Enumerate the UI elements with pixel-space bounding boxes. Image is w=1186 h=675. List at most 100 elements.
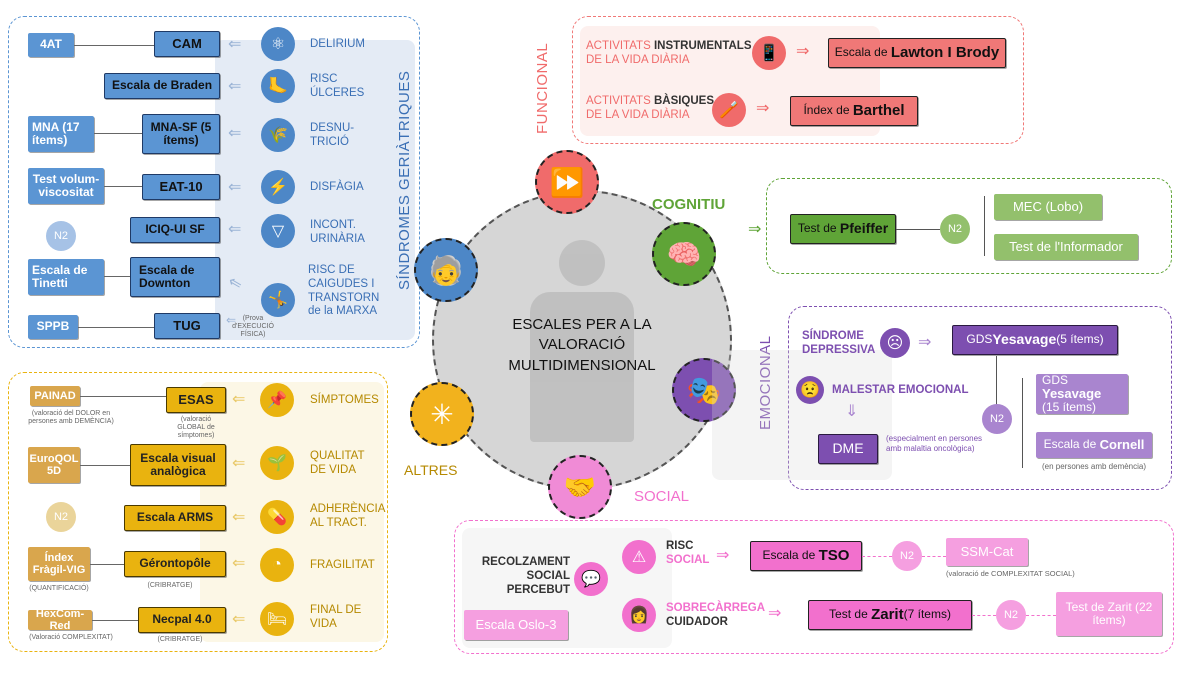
hands-icon: 🤝	[548, 455, 612, 519]
caregiver-icon: 👩	[622, 598, 656, 632]
gds15-inner: GDS Yesavage(15 ítems)	[1042, 372, 1128, 415]
sad-face-icon: ☹	[880, 328, 910, 358]
arrow-right: ⇒	[918, 334, 932, 351]
final-vida-label: FINAL DE VIDA	[310, 604, 362, 630]
gerontopole-note: (CRIBRATGE)	[147, 582, 193, 589]
fall-icon: 🤸	[261, 283, 295, 317]
pfeiffer-b: Pfeiffer	[839, 220, 889, 237]
elderly-icon: 🧓	[414, 238, 478, 302]
connector-bracket	[1022, 378, 1032, 468]
diaper-icon: ▽	[261, 214, 295, 248]
risc-social-a: RISC	[666, 540, 694, 552]
zarit7-b: Zarit	[871, 605, 904, 623]
barthel-a: Índex de	[803, 103, 850, 118]
wheat-icon: 🌾	[261, 118, 295, 152]
cognitive-title: COGNITIU	[652, 196, 726, 213]
ssm-note: (valoració de COMPLEXITAT SOCIAL)	[946, 569, 1075, 578]
volum-viscositat-box: Test volum-viscositat	[28, 168, 104, 204]
risc-ulceres-label: RISC ÚLCERES	[310, 73, 365, 99]
connector-line	[94, 133, 142, 134]
connector-line	[80, 396, 166, 397]
adherencia-label: ADHERÈNCIA AL TRACT.	[310, 503, 385, 529]
connector-line	[80, 465, 130, 466]
fragil-vig-box: Índex Fràgil-VIG	[28, 547, 90, 581]
cam-box: CAM	[154, 31, 220, 57]
geriatric-wash	[215, 40, 415, 340]
pfeiffer-a: Test de	[797, 221, 837, 236]
atom-icon: ⚛	[261, 27, 295, 61]
arrow-left: ⇐	[232, 391, 246, 408]
center-line-3: MULTIDIMENSIONAL	[508, 356, 656, 374]
altres-title: ALTRES	[404, 462, 458, 478]
braden-text: Escala de Braden	[111, 78, 213, 93]
4at-box: 4AT	[28, 33, 74, 57]
prova-note: (Prova d'EXECUCIÓ FÍSICA)	[232, 315, 274, 339]
instrumentals-a: ACTIVITATS	[586, 40, 654, 52]
geriatric-panel	[8, 16, 420, 348]
connector-dashed	[972, 615, 996, 616]
sppb-box: SPPB	[28, 315, 78, 339]
tso-box: Escala de TSO	[750, 541, 862, 571]
necpal-note: (CRIBRATGE)	[157, 636, 203, 643]
gds15-box: GDS Yesavage(15 ítems)	[1036, 372, 1128, 415]
arrow-right: ⇒	[716, 547, 730, 564]
connector-line	[104, 186, 142, 187]
connector-line	[92, 620, 138, 621]
eat10-box: EAT-10	[142, 174, 220, 200]
oslo3-box: Escala Oslo-3	[464, 610, 568, 640]
bed-icon: 🛏	[260, 602, 294, 636]
n2-badge: N2	[982, 404, 1012, 434]
euroqol-box: EuroQOL 5D	[28, 447, 80, 483]
arrow-left: ⇐	[228, 36, 242, 53]
depressiva-a: SÍNDROME	[802, 330, 864, 342]
social-title: SOCIAL	[634, 488, 690, 505]
delirium-label: DELIRIUM	[310, 38, 365, 50]
cognitive-panel	[766, 178, 1172, 274]
simptomes-label: SÍMPTOMES	[310, 394, 379, 406]
desnutricio-label: DESNU- TRICIÓ	[310, 122, 355, 148]
arrow-right: ⇒	[756, 100, 770, 117]
lawton-b: Lawton I Brody	[890, 43, 1000, 61]
lawton-a: Escala de	[834, 45, 888, 60]
barthel-box: Índex de Barthel	[790, 96, 918, 126]
sobre-a: SOBRECÀRREGA	[666, 602, 766, 614]
connector-dashed	[922, 556, 946, 557]
zarit7-c: (7 ítems)	[903, 607, 951, 622]
arrow-right: ⇒	[796, 43, 810, 60]
connector-line	[74, 45, 154, 46]
basiques-c: DE LA VIDA DIÀRIA	[586, 108, 690, 121]
arrow-down: ⇓	[845, 403, 859, 420]
ssm-cat-box: SSM-Cat	[946, 538, 1028, 566]
dme-note: (especialment en persones amb malaltia o…	[886, 434, 983, 453]
arrow-right: ⇒	[748, 221, 762, 238]
pin-icon: 📌	[260, 383, 294, 417]
arrow-right: ⇒	[768, 605, 782, 622]
cornell-box: Escala de Cornell	[1036, 432, 1152, 458]
connector-line	[78, 327, 154, 328]
mec-lobo-box: MEC (Lobo)	[994, 194, 1102, 220]
esas-note: (valoració GLOBAL de símptomes)	[177, 416, 215, 440]
hexcom-note: (Valoració COMPLEXITAT)	[29, 634, 113, 641]
foot-icon: 🦶	[261, 69, 295, 103]
instrumentals-c: DE LA VIDA DIÀRIA	[586, 53, 690, 66]
gds15-a: GDS	[1042, 372, 1069, 387]
arrow-left: ⇐	[232, 611, 246, 628]
hexcom-box: HexCom-Red	[28, 608, 92, 632]
brain-icon: 🧠	[652, 222, 716, 286]
necpal-box: Necpal 4.0	[138, 607, 226, 633]
network-icon: ✳	[410, 382, 474, 446]
basiques-b: BÀSIQUES	[653, 95, 715, 107]
sobre-b: CUIDADOR	[666, 615, 728, 628]
malestar-label: MALESTAR EMOCIONAL	[832, 384, 969, 396]
arrow-left: ⇐	[228, 179, 242, 196]
connector-line	[996, 356, 997, 408]
gds15-b: Yesavage	[1042, 385, 1102, 401]
eva-box: Escala visual analògica	[130, 444, 226, 486]
tso-b: TSO	[818, 546, 850, 564]
center-title: ESCALES PER A LA VALORACIÓ MULTIDIMENSIO…	[482, 315, 682, 376]
zarit7-box: Test de Zarit (7 ítems)	[808, 600, 972, 630]
depressiva-b: DEPRESSIVA	[802, 343, 876, 356]
connector-line	[896, 229, 940, 230]
arrow-left: ⇐	[226, 313, 237, 327]
